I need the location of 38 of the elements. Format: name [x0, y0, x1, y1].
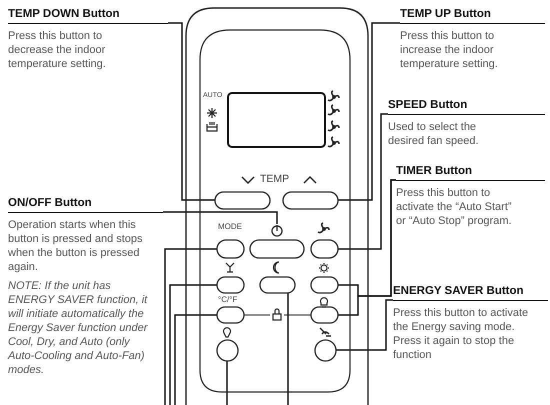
remote-button [314, 339, 337, 362]
leader-line [163, 211, 278, 224]
remote-button [216, 239, 245, 259]
leader-line [169, 284, 217, 405]
leader-line [164, 248, 217, 405]
button-heading: TEMP UP Button [400, 8, 545, 24]
remote-button [214, 191, 271, 210]
button-heading: ON/OFF Button [8, 197, 163, 213]
remote-button [216, 276, 245, 294]
remote-button [310, 276, 339, 294]
power-button [249, 225, 305, 259]
button-heading: SPEED Button [388, 99, 545, 115]
leader-line [168, 22, 215, 201]
leader-line [174, 314, 217, 405]
note-text: NOTE: If the unit has ENERGY SAVER function, it will initiate automatically the Energy Saver function under Cool, Dry, and Auto (only Auto-Cooling and Auto-Fan) modes. [8, 279, 149, 377]
button-label: °C/°F [218, 295, 238, 304]
button-label: MODE [218, 222, 242, 231]
description-text: Press this button to activate the “Auto Start” or “Auto Stop” program. [396, 186, 513, 228]
remote-button [282, 191, 339, 210]
remote-button [216, 306, 245, 324]
leader-line [226, 361, 228, 405]
description-text: Operation starts when this button is pressed and stops when the button is pressed again. [8, 218, 144, 274]
remote-button [310, 306, 339, 324]
description-text: Press this button to increase the indoor temperature setting. [400, 29, 499, 71]
description-text: Used to select the desired fan speed. [388, 120, 480, 148]
button-heading: TIMER Button [396, 165, 545, 181]
button-heading: TEMP DOWN Button [8, 8, 168, 24]
button-heading: ENERGY SAVER Button [393, 285, 548, 301]
remote-button [310, 239, 339, 259]
leader-line [338, 22, 400, 201]
leader-line [336, 299, 393, 351]
description-text: Press this button to activate the Energy saving mode. Press it again to stop the function [393, 306, 530, 362]
button-label: TEMP [260, 173, 290, 185]
leader-line [287, 293, 289, 405]
remote-button [259, 276, 296, 294]
remote-button [216, 339, 239, 362]
description-text: Press this button to decrease the indoor temperature setting. [8, 29, 107, 71]
leader-line [338, 113, 388, 250]
